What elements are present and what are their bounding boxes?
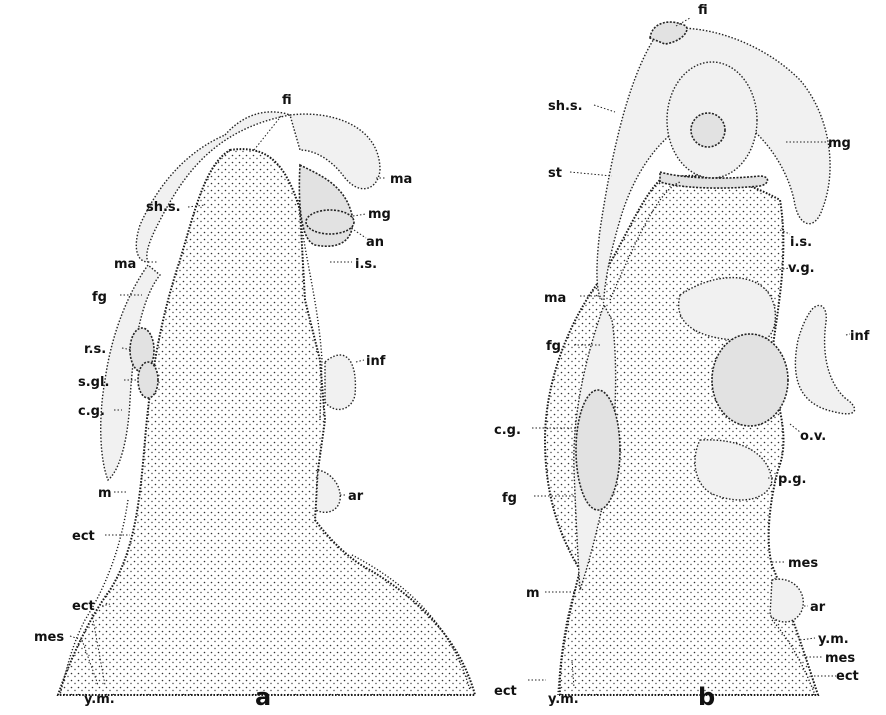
panel-a: a fi sh.s. ma fg r.s. s.gl. c.g. m ect e… bbox=[34, 93, 475, 711]
panel-a-salivary-gland bbox=[138, 362, 158, 398]
label-y-m-b-right: y.m. bbox=[818, 632, 849, 647]
label-i-s: i.s. bbox=[355, 257, 377, 272]
panel-b-cerebral-ganglion bbox=[576, 390, 620, 510]
panel-b-label: b bbox=[698, 683, 715, 711]
label-mes-b-1: mes bbox=[788, 556, 818, 571]
label-ma-left: ma bbox=[114, 257, 136, 272]
label-ma-right: ma bbox=[390, 172, 412, 187]
panel-b-eye-ring bbox=[691, 113, 725, 147]
label-y-m: y.m. bbox=[84, 692, 115, 707]
label-mg-b: mg bbox=[828, 136, 851, 151]
label-c-g: c.g. bbox=[78, 404, 105, 419]
label-inf-b: inf bbox=[850, 329, 870, 344]
label-mg: mg bbox=[368, 207, 391, 222]
label-y-m-b-left: y.m. bbox=[548, 692, 579, 707]
label-i-s-b: i.s. bbox=[790, 235, 812, 250]
label-mes-b-2: mes bbox=[825, 651, 855, 666]
label-v-g: v.g. bbox=[788, 261, 815, 276]
label-c-g-b: c.g. bbox=[494, 423, 521, 438]
label-ect-b-right: ect bbox=[836, 669, 859, 684]
label-ar-b: ar bbox=[810, 600, 826, 615]
label-fi: fi bbox=[282, 93, 292, 108]
label-fg: fg bbox=[92, 290, 107, 305]
label-fg-b-2: fg bbox=[502, 491, 517, 506]
panel-b-infundibulum bbox=[795, 305, 854, 413]
panel-a-arm-bud bbox=[316, 470, 340, 512]
panel-a-midgut bbox=[306, 210, 354, 234]
label-inf: inf bbox=[366, 354, 386, 369]
label-an: an bbox=[366, 235, 384, 250]
label-s-gl: s.gl. bbox=[78, 375, 109, 390]
label-m: m bbox=[98, 486, 112, 501]
label-mes: mes bbox=[34, 630, 64, 645]
panel-b: b fi sh.s. st ma fg c.g. fg m ect y.m. m… bbox=[494, 3, 870, 711]
label-m-b: m bbox=[526, 586, 540, 601]
panel-a-label: a bbox=[255, 683, 271, 711]
label-ar: ar bbox=[348, 489, 364, 504]
label-ect-b-left: ect bbox=[494, 684, 517, 699]
label-sh-s-b: sh.s. bbox=[548, 99, 583, 114]
label-ect-1: ect bbox=[72, 529, 95, 544]
panel-a-infundibulum bbox=[325, 355, 355, 409]
panel-b-arm-bud bbox=[770, 579, 803, 622]
label-ect-2: ect bbox=[72, 599, 95, 614]
label-st: st bbox=[548, 166, 562, 181]
label-fi-b: fi bbox=[698, 3, 708, 18]
label-sh-s: sh.s. bbox=[146, 200, 181, 215]
label-fg-b-1: fg bbox=[546, 339, 561, 354]
label-o-v: o.v. bbox=[800, 429, 826, 444]
label-p-g: p.g. bbox=[778, 472, 807, 487]
label-ma-b: ma bbox=[544, 291, 566, 306]
label-r-s: r.s. bbox=[84, 342, 106, 357]
panel-b-optic-vesicle bbox=[712, 334, 788, 426]
